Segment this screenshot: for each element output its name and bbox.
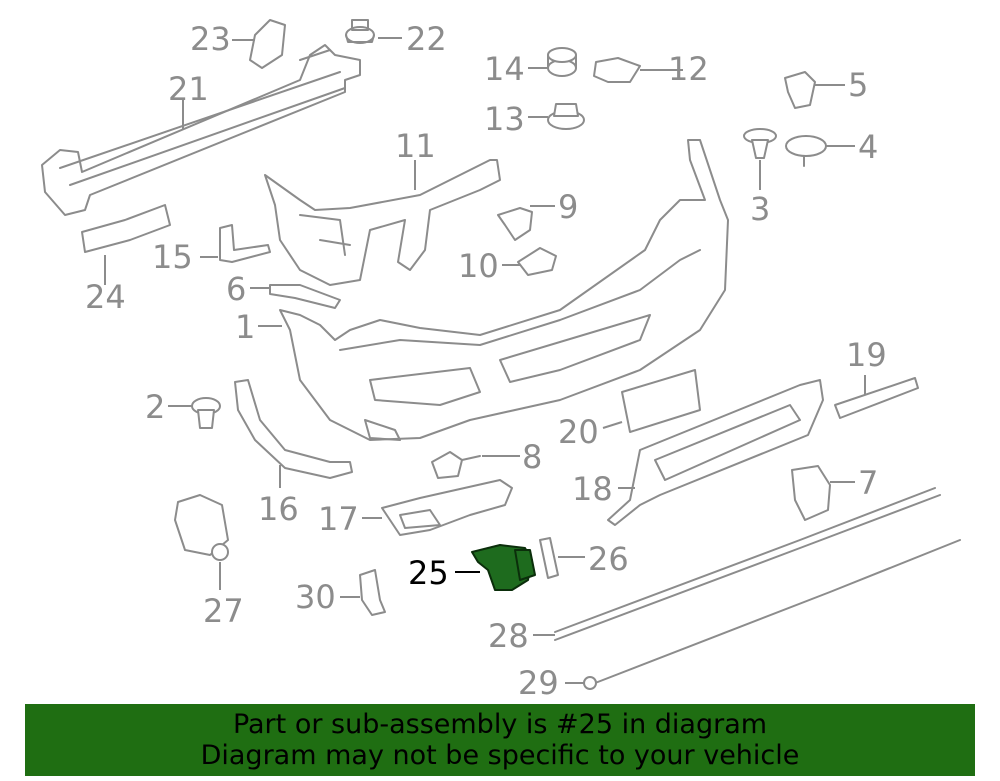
part-2-clip[interactable] (191, 397, 221, 429)
part-11-center-bracket[interactable] (264, 159, 501, 286)
part-14-grommet[interactable] (547, 47, 577, 77)
parts-diagram: 21 23 22 24 15 11 14 13 12 5 4 3 9 10 6 … (41, 19, 961, 700)
callout-7: 7 (858, 464, 878, 502)
part-12-clip[interactable] (593, 57, 641, 83)
callout-6: 6 (226, 270, 246, 308)
part-8-sensor[interactable] (431, 451, 481, 479)
callout-1: 1 (235, 308, 255, 346)
part-4-grommet[interactable] (785, 135, 827, 167)
part-19-strip[interactable] (834, 377, 919, 419)
leader-lines (104, 37, 866, 684)
callout-27: 27 (203, 592, 244, 630)
part-20-bracket[interactable] (621, 369, 701, 433)
part-3-push-clip[interactable] (743, 128, 777, 159)
part-25-highlighted-assembly[interactable] (471, 544, 536, 591)
callout-8: 8 (522, 438, 542, 476)
part-30-bracket[interactable] (359, 569, 386, 616)
callout-20: 20 (558, 413, 599, 451)
callout-21: 21 (168, 70, 209, 108)
banner-line-disclaimer: Diagram may not be specific to your vehi… (200, 740, 800, 771)
callout-13: 13 (484, 100, 525, 138)
part-24-bracket[interactable] (81, 204, 171, 253)
callout-labels: 21 23 22 24 15 11 14 13 12 5 4 3 9 10 6 … (85, 20, 887, 700)
part-9-bracket[interactable] (497, 207, 533, 241)
part-15-bracket[interactable] (219, 224, 271, 263)
callout-3: 3 (750, 190, 770, 228)
part-29-cable[interactable] (583, 539, 961, 690)
banner-line-part: Part or sub-assembly is #25 in diagram (232, 709, 768, 740)
part-27-module[interactable] (174, 494, 229, 561)
part-6-strip[interactable] (269, 284, 341, 309)
callout-5: 5 (848, 66, 868, 104)
part-13-nut[interactable] (547, 103, 585, 130)
callout-28: 28 (488, 617, 529, 655)
callout-12: 12 (668, 50, 709, 88)
callout-19: 19 (846, 336, 887, 374)
callout-4: 4 (858, 128, 878, 166)
callout-10: 10 (458, 247, 499, 285)
callout-9: 9 (558, 188, 578, 226)
info-banner: Part or sub-assembly is #25 in diagram D… (25, 704, 975, 776)
part-23-plate[interactable] (249, 19, 286, 69)
callout-2: 2 (145, 388, 165, 426)
part-22-nut[interactable] (345, 19, 375, 44)
callout-18: 18 (572, 470, 613, 508)
callout-22: 22 (406, 20, 447, 58)
part-1-bumper-cover[interactable] (279, 139, 729, 441)
callout-11: 11 (395, 127, 436, 165)
part-21-reinforcement-bar[interactable] (41, 44, 361, 216)
part-16-trim[interactable] (234, 379, 353, 479)
callout-30: 30 (295, 578, 336, 616)
callout-15: 15 (152, 238, 193, 276)
callout-14: 14 (484, 50, 525, 88)
part-28-cable[interactable] (554, 487, 941, 641)
callout-24: 24 (85, 278, 126, 316)
callout-29: 29 (518, 664, 559, 700)
callout-26: 26 (588, 540, 629, 578)
callout-25: 25 (408, 554, 449, 592)
callout-17: 17 (318, 500, 359, 538)
part-17-reflector[interactable] (381, 479, 513, 536)
part-10-bracket[interactable] (517, 247, 557, 276)
part-26-strip[interactable] (539, 537, 559, 579)
callout-16: 16 (258, 490, 299, 528)
part-18-diffuser[interactable] (607, 379, 824, 526)
part-7-cover[interactable] (791, 465, 831, 521)
part-5-cap[interactable] (784, 71, 816, 109)
callout-23: 23 (190, 20, 231, 58)
